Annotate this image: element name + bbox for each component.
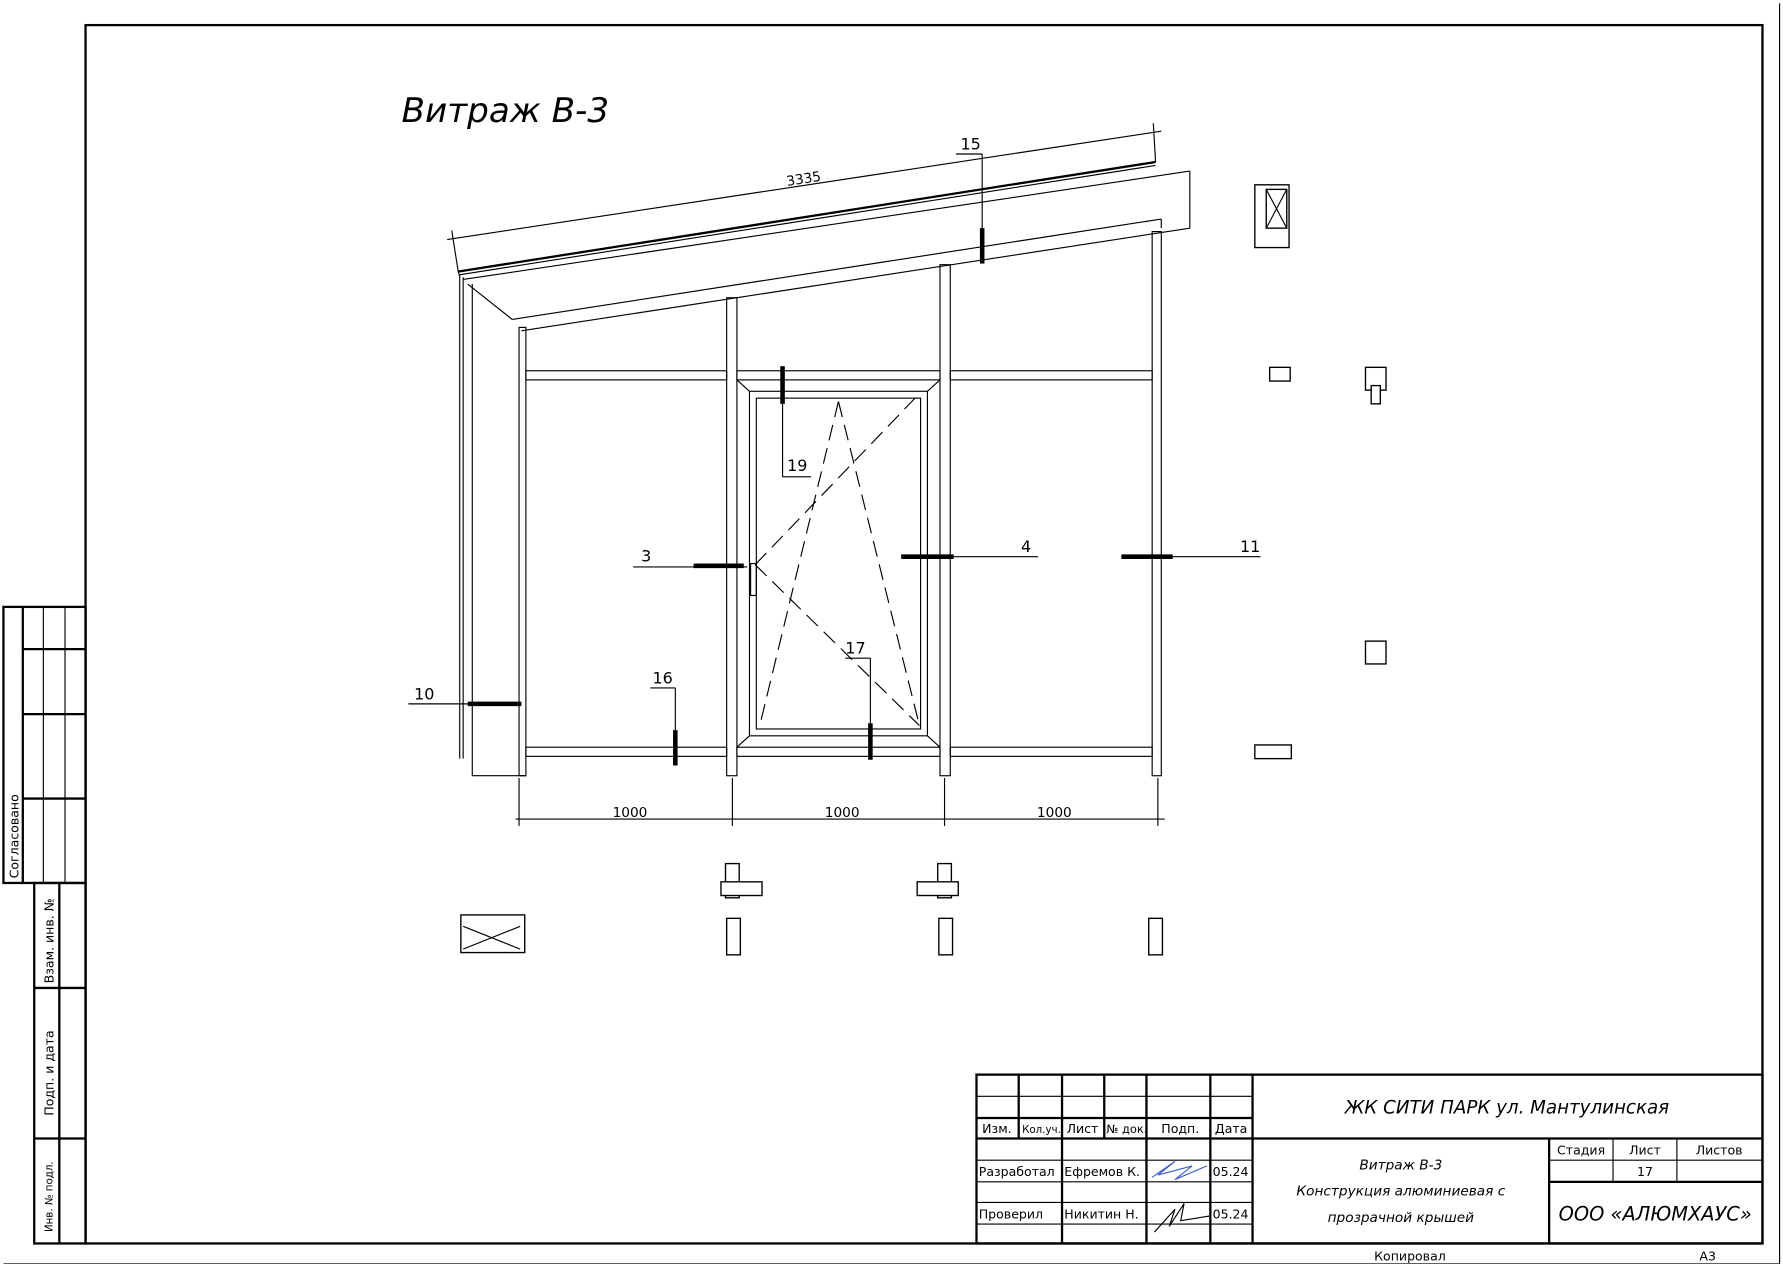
header-list: Лист: [1067, 1121, 1099, 1136]
replace-inv-label: Взам. инв. №: [42, 898, 57, 983]
signature-developed: [1151, 1160, 1208, 1181]
stage-label: Стадия: [1557, 1142, 1605, 1157]
date-checked: 05.24: [1213, 1206, 1249, 1221]
sheet-label: Лист: [1629, 1142, 1661, 1157]
inv-orig-label: Инв. № подл.: [43, 1161, 55, 1232]
callout-19: 19: [787, 456, 807, 475]
slope-dimension: 3335: [447, 123, 1162, 274]
signature-checked: [1154, 1203, 1210, 1233]
callout-10: 10: [414, 684, 434, 703]
dim-bay-3: 1000: [1037, 805, 1072, 821]
dim-bay-1: 1000: [613, 805, 648, 821]
roof-profile: [458, 160, 1191, 777]
sheet-number: 17: [1637, 1164, 1653, 1179]
dim-3335: 3335: [785, 169, 822, 190]
callout-17: 17: [845, 639, 865, 658]
section-details: [460, 184, 1387, 956]
role-checked: Проверил: [979, 1206, 1043, 1221]
title-block: Изм. Кол.уч. Лист № док. Подп. Дата Разр…: [975, 1073, 1764, 1264]
sheets-label: Листов: [1696, 1142, 1743, 1157]
header-date: Дата: [1215, 1121, 1247, 1136]
header-doc: № док.: [1107, 1122, 1148, 1136]
drawing-title: Витраж В-3: [402, 91, 610, 131]
door-sash: [736, 379, 941, 748]
role-developed: Разработал: [979, 1164, 1055, 1179]
bay-dimensions: 1000 1000 1000: [515, 778, 1165, 826]
sign-date-label: Подп. и дата: [42, 1030, 57, 1115]
name-checked: Никитин Н.: [1064, 1206, 1138, 1221]
header-sign: Подп.: [1161, 1121, 1199, 1136]
format-label: А3: [1699, 1249, 1716, 1264]
dim-bay-2: 1000: [825, 805, 860, 821]
callout-3: 3: [641, 546, 651, 565]
sheet-title-3: прозрачной крышей: [1328, 1210, 1475, 1226]
header-izm: Изм.: [982, 1121, 1011, 1136]
sheet-title-1: Витраж В-3: [1359, 1157, 1442, 1173]
company-name: ООО «АЛЮМХАУС»: [1559, 1203, 1752, 1226]
side-stamp: Согласовано Взам. инв. № Подп. и дата Ин…: [2, 605, 87, 1245]
copied-label: Копировал: [1374, 1249, 1446, 1264]
callout-11: 11: [1240, 537, 1260, 556]
callout-15: 15: [961, 134, 981, 153]
mullions: [518, 231, 1162, 777]
callout-16: 16: [653, 668, 673, 687]
sheet-title-2: Конструкция алюминиевая с: [1296, 1184, 1505, 1200]
date-developed: 05.24: [1213, 1164, 1249, 1179]
agreed-label: Согласовано: [6, 794, 21, 878]
header-kol: Кол.уч.: [1022, 1124, 1061, 1136]
project-name: ЖК СИТИ ПАРК ул. Мантулинская: [1344, 1097, 1669, 1118]
name-developed: Ефремов К.: [1064, 1164, 1140, 1179]
transoms: [525, 370, 1153, 757]
callout-4: 4: [1021, 537, 1031, 556]
callouts: 15 19 3 4 11 10 16 17: [408, 134, 1261, 766]
